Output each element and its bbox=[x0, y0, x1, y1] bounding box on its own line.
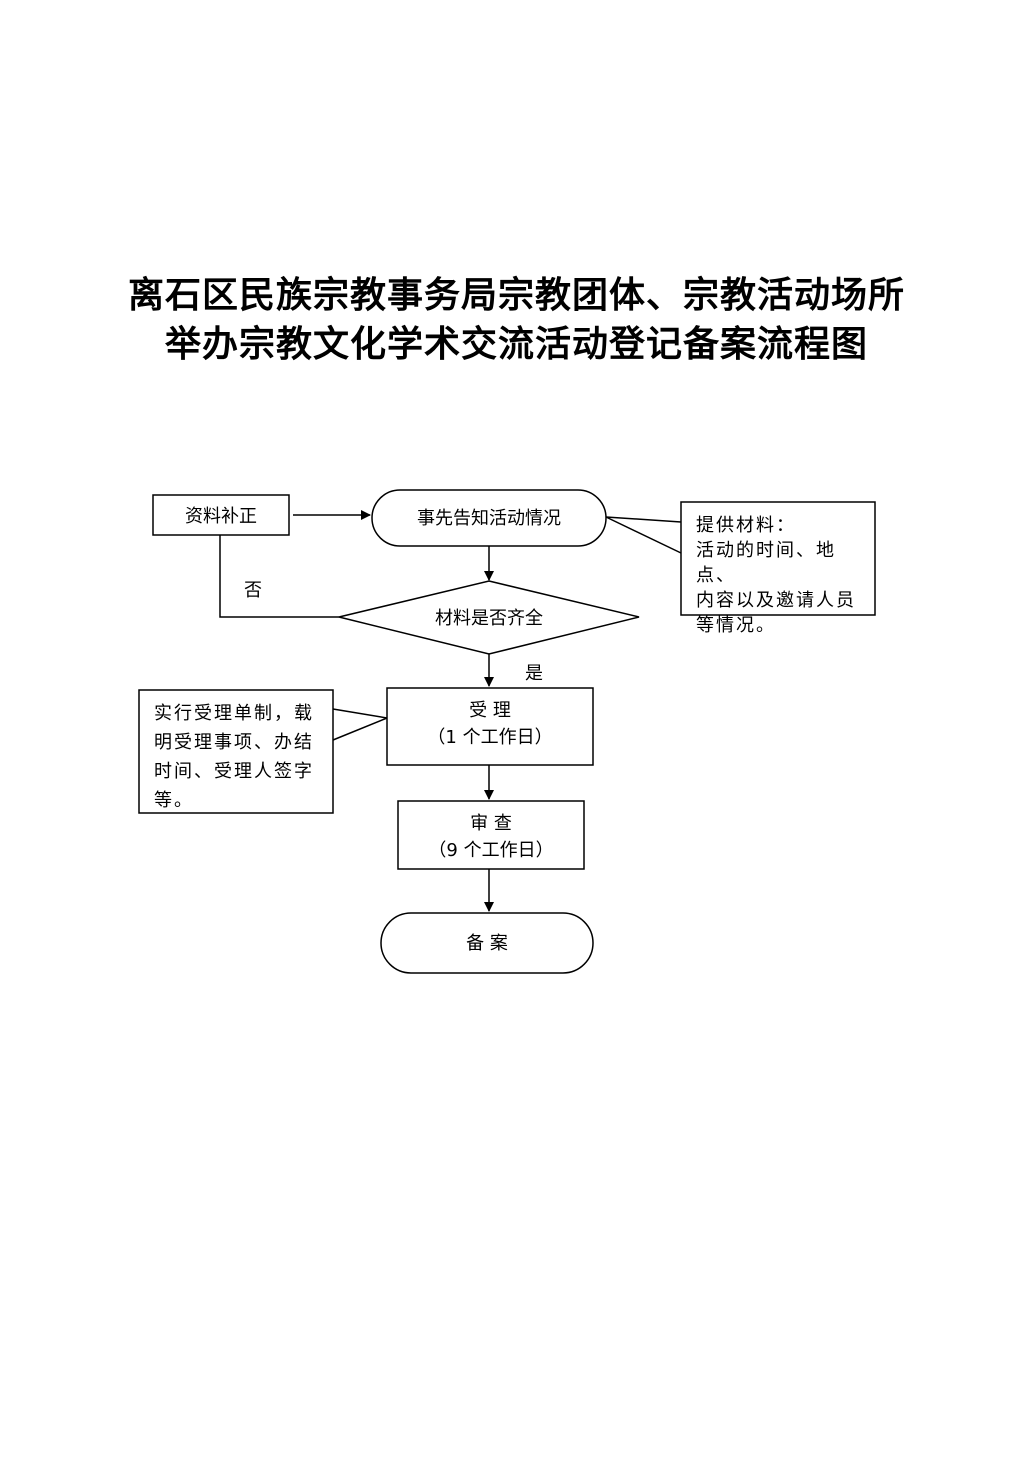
review-days: （9 个工作日） bbox=[428, 840, 553, 861]
accept-note-connector-lower bbox=[332, 717, 388, 741]
notify-label: 事先告知活动情况 bbox=[417, 508, 561, 529]
no-label: 否 bbox=[244, 580, 262, 601]
accept-note-line: 实行受理单制，载 bbox=[154, 703, 314, 724]
materials-note-box bbox=[680, 501, 876, 616]
supplement-label: 资料补正 bbox=[185, 506, 257, 527]
accept-title: 受 理 bbox=[469, 700, 511, 721]
page-title-line-2: 举办宗教文化学术交流活动登记备案流程图 bbox=[164, 324, 868, 365]
accept-note-line: 等。 bbox=[154, 790, 194, 811]
accept-note: 实行受理单制，载 明受理事项、办结 时间、受理人签字 等。 bbox=[154, 699, 330, 815]
accept-note-line: 明受理事项、办结 bbox=[154, 732, 314, 753]
materials-note-connector-upper bbox=[605, 516, 682, 523]
yes-label: 是 bbox=[525, 663, 543, 684]
page-title-line-1: 离石区民族宗教事务局宗教团体、宗教活动场所 bbox=[127, 275, 905, 316]
materials-note: 提供材料： 活动的时间、地点、 内容以及邀请人员 等情况。 bbox=[696, 513, 872, 638]
review-box bbox=[397, 800, 585, 870]
supplement-box bbox=[152, 494, 290, 536]
materials-note-line: 等情况。 bbox=[696, 615, 776, 636]
record-label: 备 案 bbox=[466, 933, 508, 954]
accept-note-connector-upper bbox=[332, 708, 388, 719]
decision-label: 材料是否齐全 bbox=[435, 608, 543, 629]
materials-note-connector-lower bbox=[605, 516, 682, 554]
review-title: 审 查 bbox=[470, 813, 512, 834]
record-terminal bbox=[380, 912, 594, 974]
accept-box bbox=[386, 687, 594, 766]
accept-days: （1 个工作日） bbox=[427, 727, 552, 748]
accept-note-box bbox=[138, 689, 334, 814]
no-branch-line bbox=[219, 535, 339, 618]
materials-note-line: 活动的时间、地点、 bbox=[696, 540, 836, 586]
materials-note-line: 提供材料： bbox=[696, 515, 796, 536]
materials-note-line: 内容以及邀请人员 bbox=[696, 590, 856, 611]
accept-note-line: 时间、受理人签字 bbox=[154, 761, 314, 782]
